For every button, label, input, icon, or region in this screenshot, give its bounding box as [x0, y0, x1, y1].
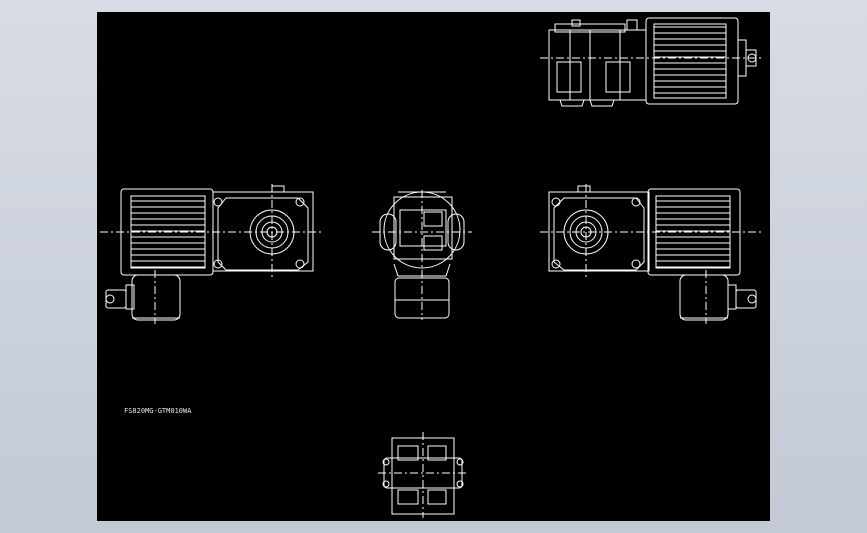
front-view — [372, 190, 472, 320]
bottom-view — [378, 432, 468, 518]
top-view — [540, 17, 764, 107]
part-number-label: FS820MG-GTM010WA — [124, 407, 192, 415]
left-side-view — [100, 184, 322, 324]
right-side-view — [540, 184, 762, 324]
